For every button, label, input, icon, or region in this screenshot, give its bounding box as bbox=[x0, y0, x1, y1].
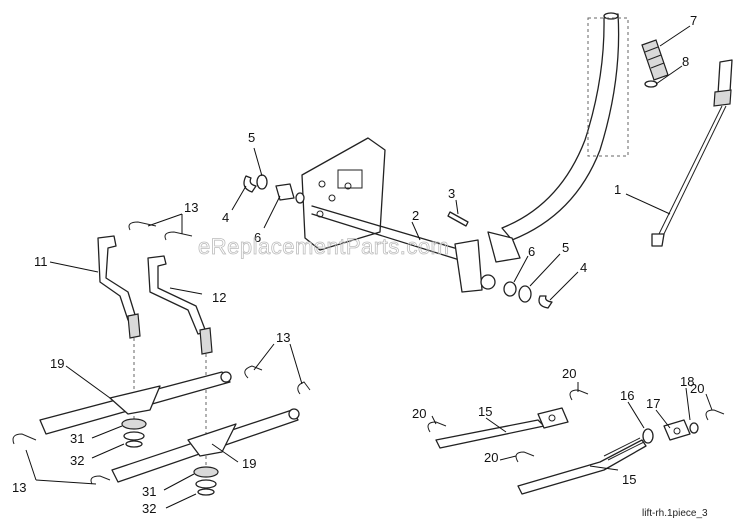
callout-6: 6 bbox=[254, 230, 261, 245]
part-19-lift-arm-lower bbox=[111, 408, 300, 483]
part-18-washer bbox=[689, 422, 699, 434]
part-5-washer-left bbox=[256, 174, 268, 190]
part-1-lift-rod bbox=[651, 59, 733, 247]
callout-15-lower: 15 bbox=[622, 472, 636, 487]
part-19-lift-arm-upper bbox=[39, 371, 232, 435]
figure-reference: lift-rh.1piece_3 bbox=[642, 508, 708, 519]
callout-13-right: 13 bbox=[276, 330, 290, 345]
watermark: eReplacementParts.com bbox=[198, 234, 449, 259]
callout-19-upper: 19 bbox=[50, 356, 64, 371]
part-20-clip-c bbox=[705, 409, 725, 421]
callout-20-bottom: 20 bbox=[484, 450, 498, 465]
part-4-clip-right bbox=[538, 295, 553, 309]
callout-19-lower: 19 bbox=[242, 456, 256, 471]
part-4-clip-left bbox=[243, 175, 257, 193]
callout-labels: 7 8 1 5 4 6 3 2 6 5 4 13 11 12 13 19 31 … bbox=[12, 13, 704, 516]
part-13-clip-e bbox=[12, 433, 37, 445]
callout-13-top: 13 bbox=[184, 200, 198, 215]
spacer-stack-lower bbox=[193, 466, 219, 496]
callout-8: 8 bbox=[682, 54, 689, 69]
part-20-clip-d bbox=[515, 451, 535, 463]
part-8-washer bbox=[644, 80, 658, 88]
part-6-bushing-left bbox=[275, 183, 295, 201]
leader-lines bbox=[25, 25, 713, 509]
part-5-washer-right bbox=[518, 285, 532, 303]
part-6-bushing-right bbox=[503, 281, 517, 297]
callout-20-top: 20 bbox=[562, 366, 576, 381]
callout-5-right: 5 bbox=[562, 240, 569, 255]
callout-17: 17 bbox=[646, 396, 660, 411]
part-13-clip-d bbox=[297, 381, 311, 395]
callout-31-lower: 31 bbox=[142, 484, 156, 499]
callout-4-right: 4 bbox=[580, 260, 587, 275]
part-20-clip-b bbox=[569, 389, 589, 401]
part-16-nut bbox=[642, 428, 654, 444]
callout-6-right: 6 bbox=[528, 244, 535, 259]
part-15-rod-upper bbox=[435, 407, 569, 449]
part-7-grip bbox=[641, 39, 669, 81]
callout-4: 4 bbox=[222, 210, 229, 225]
callout-15-upper: 15 bbox=[478, 404, 492, 419]
callout-32-upper: 32 bbox=[70, 453, 84, 468]
part-2-lift-shaft bbox=[311, 205, 496, 293]
callout-13-bottom: 13 bbox=[12, 480, 26, 495]
part-13-clip-f bbox=[90, 475, 111, 485]
callout-20-right: 20 bbox=[690, 381, 704, 396]
part-13-clip-a bbox=[128, 221, 157, 231]
callout-16: 16 bbox=[620, 388, 634, 403]
callout-3: 3 bbox=[448, 186, 455, 201]
part-15-rod-lower bbox=[517, 437, 647, 495]
callout-2: 2 bbox=[412, 208, 419, 223]
part-20-clip-a bbox=[427, 421, 447, 433]
part-17-trunnion bbox=[663, 419, 691, 441]
callout-1: 1 bbox=[614, 182, 621, 197]
callout-32-lower: 32 bbox=[142, 501, 156, 516]
callout-12: 12 bbox=[212, 290, 226, 305]
part-3-pin bbox=[447, 211, 469, 227]
lift-handle bbox=[487, 12, 620, 263]
callout-5: 5 bbox=[248, 130, 255, 145]
callout-31-upper: 31 bbox=[70, 431, 84, 446]
callout-11: 11 bbox=[34, 254, 48, 269]
callout-7: 7 bbox=[690, 13, 697, 28]
part-12-lift-link bbox=[147, 255, 213, 355]
spacer-stack-upper bbox=[121, 418, 147, 448]
callout-20-left: 20 bbox=[412, 406, 426, 421]
callout-18: 18 bbox=[680, 374, 694, 389]
part-13-clip-c bbox=[244, 365, 263, 379]
part-11-lift-link bbox=[97, 235, 141, 339]
grip-outline bbox=[587, 17, 629, 157]
part-13-clip-b bbox=[164, 231, 193, 241]
